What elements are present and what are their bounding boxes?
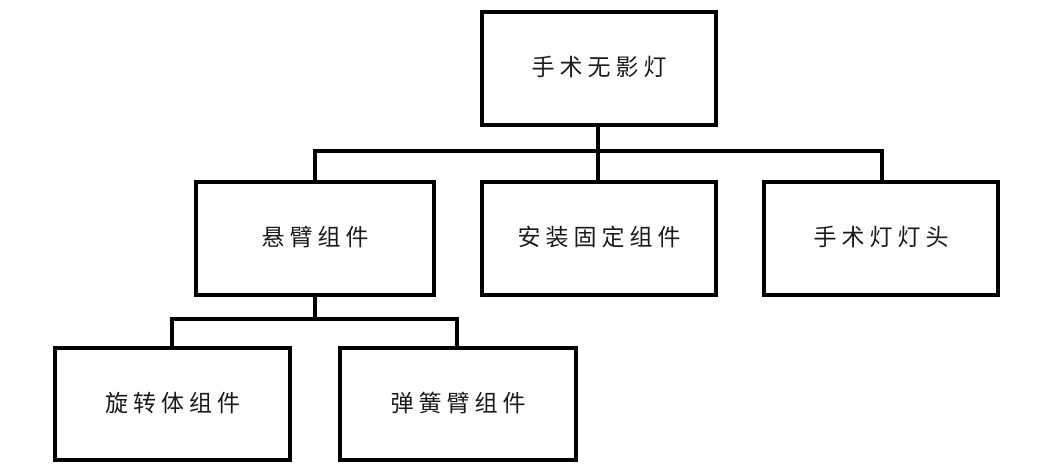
connector-level2-1-stem — [313, 297, 317, 321]
node-level2-1-label: 悬臂组件 — [261, 225, 374, 251]
node-level2-1[interactable]: 悬臂组件 — [194, 180, 436, 297]
node-level2-3[interactable]: 手术灯灯头 — [762, 180, 1000, 297]
node-level2-2-label: 安装固定组件 — [517, 225, 686, 251]
node-level3-2[interactable]: 弹簧臂组件 — [338, 346, 578, 462]
node-level3-2-label: 弹簧臂组件 — [390, 390, 531, 417]
connector-level3-bus — [170, 317, 459, 321]
node-level2-2[interactable]: 安装固定组件 — [480, 180, 718, 297]
connector-drop-level3-2 — [455, 317, 459, 346]
connector-drop-level2-1 — [313, 149, 317, 180]
node-root-label: 手术无影灯 — [531, 55, 672, 81]
connector-drop-level2-3 — [880, 149, 884, 180]
node-level2-3-label: 手术灯灯头 — [813, 225, 954, 251]
connector-root-stem — [596, 127, 600, 153]
connector-drop-level2-2 — [596, 149, 600, 180]
connector-drop-level3-1 — [170, 317, 174, 346]
node-level3-1-label: 旋转体组件 — [105, 390, 245, 417]
node-level3-1[interactable]: 旋转体组件 — [53, 346, 292, 462]
node-root[interactable]: 手术无影灯 — [480, 10, 718, 127]
